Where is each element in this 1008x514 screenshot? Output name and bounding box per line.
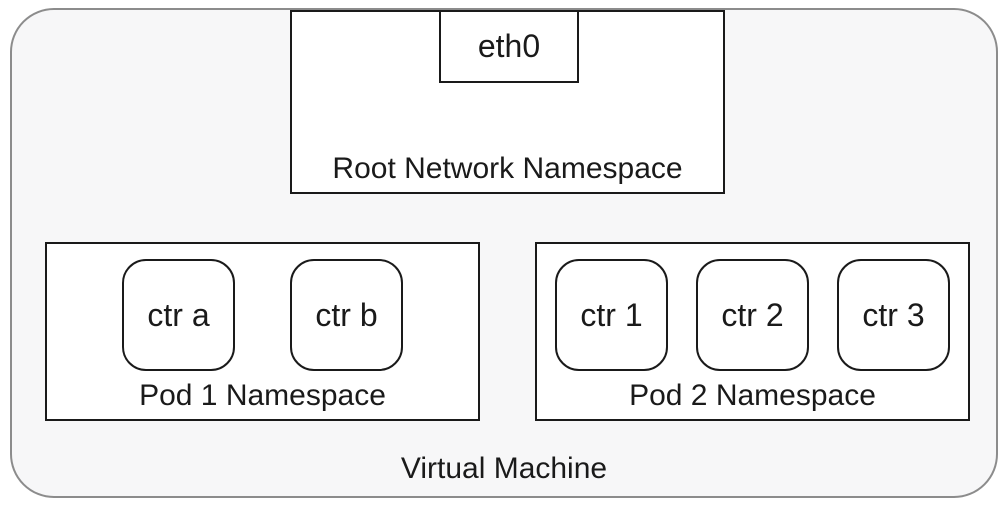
ctr-1-box: ctr 1 xyxy=(555,259,668,371)
pod2-namespace-label: Pod 2 Namespace xyxy=(629,379,876,412)
pod1-container-row: ctr a ctr b xyxy=(47,259,478,371)
virtual-machine-box: eth0 Root Network Namespace ctr a ctr b … xyxy=(10,8,998,498)
ctr-3-box: ctr 3 xyxy=(837,259,950,371)
pod2-namespace-box: ctr 1 ctr 2 ctr 3 Pod 2 Namespace xyxy=(535,242,970,421)
ctr-1-label: ctr 1 xyxy=(580,296,643,333)
virtual-machine-label: Virtual Machine xyxy=(400,452,608,485)
eth0-label: eth0 xyxy=(477,28,541,64)
ctr-2-box: ctr 2 xyxy=(696,259,809,371)
pod2-container-row: ctr 1 ctr 2 ctr 3 xyxy=(537,259,968,371)
ctr-3-label: ctr 3 xyxy=(862,296,925,333)
ctr-a-label: ctr a xyxy=(147,296,210,333)
pod1-namespace-box: ctr a ctr b Pod 1 Namespace xyxy=(45,242,480,421)
ctr-2-label: ctr 2 xyxy=(721,296,784,333)
pod1-namespace-label: Pod 1 Namespace xyxy=(139,379,386,412)
ctr-b-box: ctr b xyxy=(290,259,403,371)
ctr-b-label: ctr b xyxy=(315,296,378,333)
root-network-namespace-label: Root Network Namespace xyxy=(332,152,683,185)
ctr-a-box: ctr a xyxy=(122,259,235,371)
eth0-box: eth0 xyxy=(439,10,579,83)
root-network-namespace-box: eth0 Root Network Namespace xyxy=(290,10,725,194)
